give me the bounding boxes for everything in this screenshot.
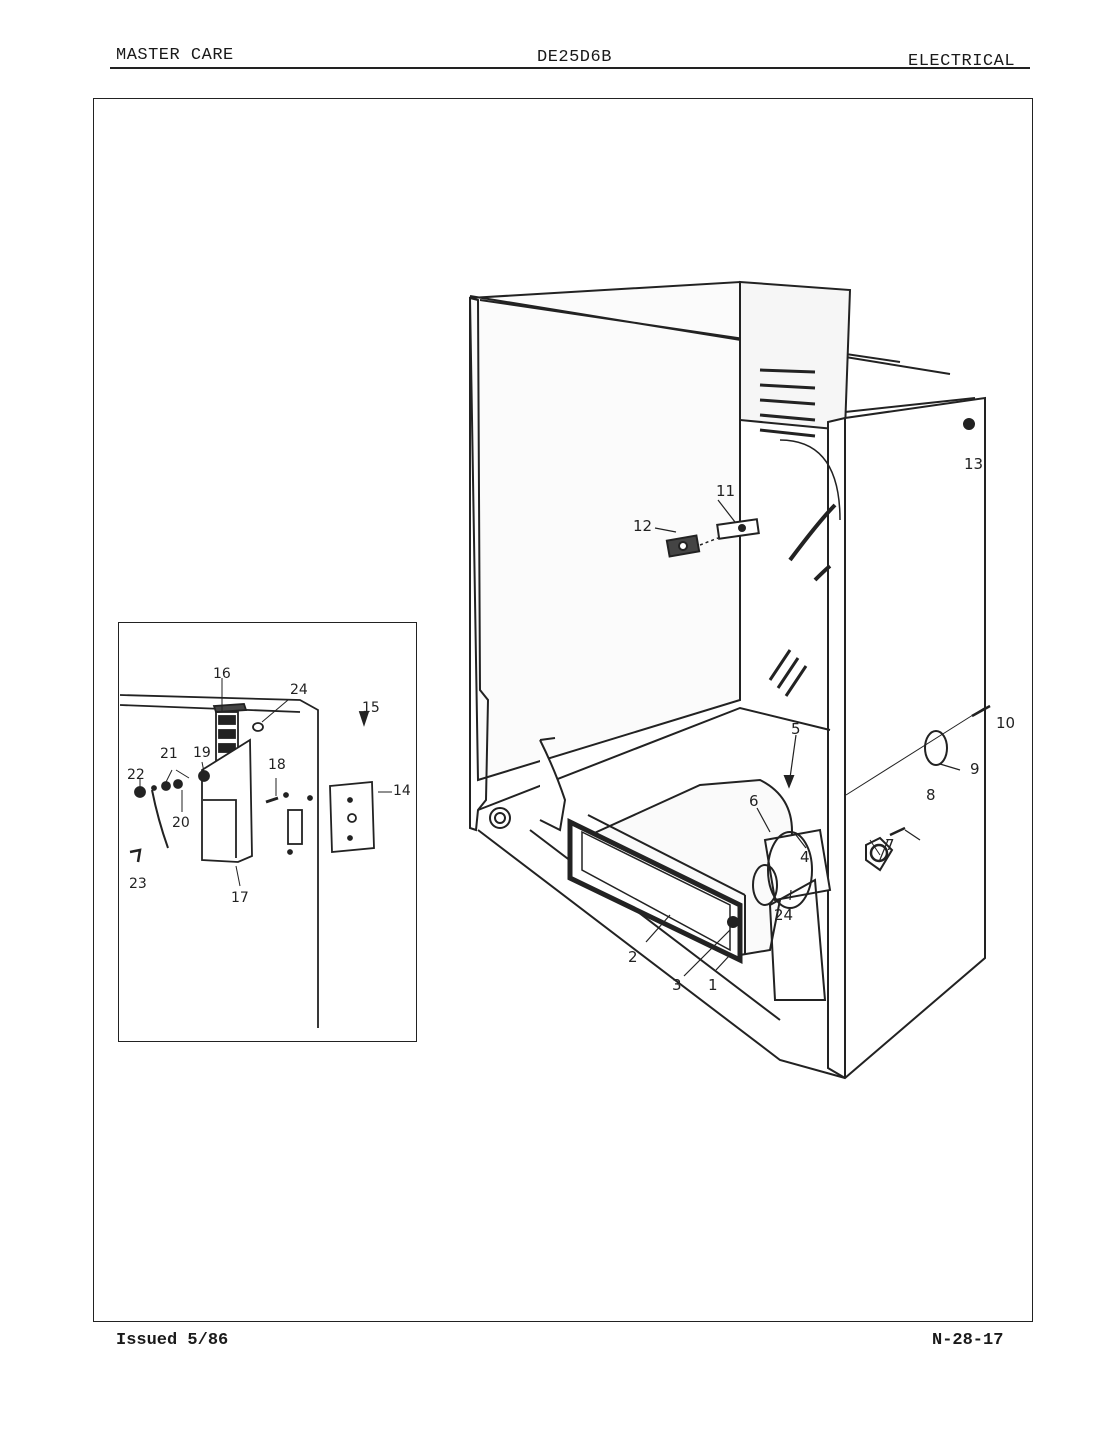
bracket-17 bbox=[201, 738, 253, 863]
footer-issued: Issued 5/86 bbox=[116, 1331, 229, 1350]
callout-22: 22 bbox=[127, 767, 145, 783]
part-19 bbox=[198, 770, 210, 782]
callout-19: 19 bbox=[193, 745, 211, 761]
footer-page-code: N-28-17 bbox=[932, 1331, 1004, 1350]
clip-23 bbox=[129, 848, 142, 863]
callout-11: 11 bbox=[716, 482, 735, 500]
callout-23: 23 bbox=[129, 876, 147, 892]
header-center: DE25D6B bbox=[537, 48, 612, 67]
diagram-frame bbox=[93, 98, 1033, 1322]
header-rule bbox=[110, 67, 1030, 69]
belt-9 bbox=[924, 730, 948, 766]
part-22 bbox=[134, 786, 146, 798]
callout-17: 17 bbox=[231, 890, 249, 906]
plate-14 bbox=[329, 781, 375, 853]
cabinet-left-panel bbox=[468, 280, 741, 782]
callout-2: 2 bbox=[628, 948, 638, 966]
part-21a bbox=[161, 781, 171, 791]
screw-8 bbox=[889, 826, 906, 837]
inset-frame bbox=[118, 622, 417, 1042]
wire-23 bbox=[151, 789, 169, 849]
screw-13 bbox=[963, 418, 975, 430]
exhaust-duct-left bbox=[539, 739, 567, 832]
callout-15: 15 bbox=[362, 700, 380, 716]
vent-slots bbox=[759, 368, 816, 438]
header-left: MASTER CARE bbox=[116, 46, 234, 65]
callout-24-inset: 24 bbox=[290, 682, 308, 698]
callout-6: 6 bbox=[749, 792, 759, 810]
callout-5: 5 bbox=[791, 720, 801, 738]
screw-18 bbox=[265, 796, 279, 804]
callout-3: 3 bbox=[672, 976, 682, 994]
header-right: ELECTRICAL bbox=[908, 52, 1016, 71]
motor-support bbox=[768, 878, 827, 1001]
callout-21: 21 bbox=[160, 746, 178, 762]
callout-12: 12 bbox=[633, 517, 652, 535]
callout-1: 1 bbox=[708, 976, 718, 994]
motor-body bbox=[763, 828, 832, 902]
lint-filter-frame bbox=[567, 817, 743, 964]
callout-8: 8 bbox=[926, 786, 936, 804]
callout-16: 16 bbox=[213, 666, 231, 682]
callout-13: 13 bbox=[964, 455, 983, 473]
callout-20: 20 bbox=[172, 815, 190, 831]
bracket-11 bbox=[716, 518, 760, 540]
inset-callouts: 14 15 16 17 18 19 20 21 22 23 24 bbox=[127, 666, 411, 906]
callout-24-main: 24 bbox=[774, 906, 793, 924]
callout-7: 7 bbox=[885, 836, 895, 854]
idler-bracket-7 bbox=[865, 836, 894, 872]
callout-18: 18 bbox=[268, 757, 286, 773]
pin-10 bbox=[971, 704, 991, 718]
part-21b bbox=[173, 779, 183, 789]
screw-5 bbox=[783, 775, 795, 789]
callout-14: 14 bbox=[393, 783, 411, 799]
main-callouts: 1 2 3 4 5 6 7 8 9 10 11 12 13 24 bbox=[628, 455, 1015, 994]
screw-3 bbox=[727, 916, 739, 928]
callout-9: 9 bbox=[970, 760, 980, 778]
ring-24 bbox=[252, 722, 264, 732]
callout-10: 10 bbox=[996, 714, 1015, 732]
callout-4: 4 bbox=[800, 848, 810, 866]
